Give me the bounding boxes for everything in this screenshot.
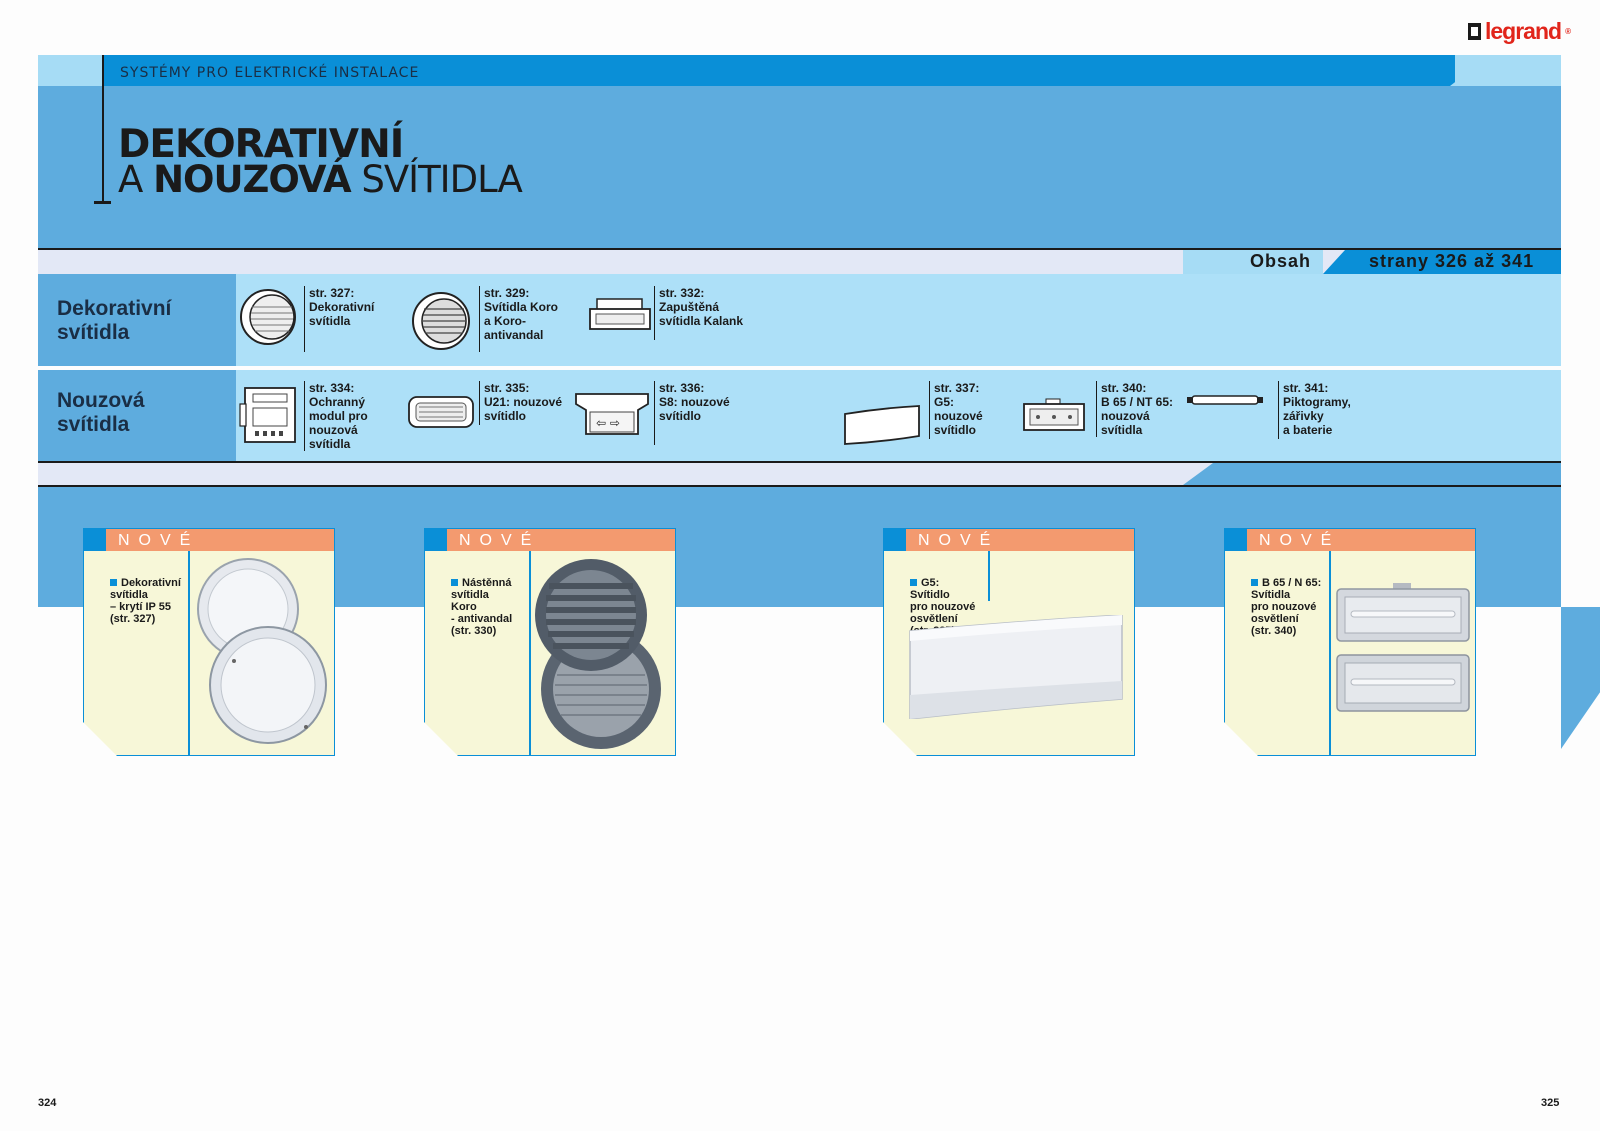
card-badge-bar bbox=[1225, 529, 1475, 551]
page-number-left: 324 bbox=[38, 1097, 57, 1109]
curved-lamp-icon bbox=[842, 404, 922, 446]
toc-bar-label-bg bbox=[1183, 250, 1323, 274]
grid-lamp-icon bbox=[411, 290, 471, 352]
card-divider bbox=[988, 551, 990, 601]
card-divider bbox=[188, 551, 190, 756]
card-badge-marker bbox=[1225, 529, 1247, 551]
category-label-bg bbox=[38, 274, 236, 366]
card-divider bbox=[1329, 551, 1331, 756]
din-module-icon bbox=[239, 384, 299, 446]
title-rule-foot bbox=[94, 201, 111, 204]
row-bottom-rule bbox=[38, 461, 1561, 463]
b65-emergency-lamps-photo bbox=[1335, 583, 1471, 715]
round-white-lamps-photo bbox=[194, 555, 330, 755]
title-panel bbox=[38, 86, 1561, 248]
card-badge-marker bbox=[84, 529, 106, 551]
lower-strip-accent bbox=[1183, 463, 1561, 485]
card-badge-bar bbox=[425, 529, 675, 551]
toc-label: Obsah bbox=[1250, 251, 1312, 271]
box-lamp-icon bbox=[1022, 398, 1086, 434]
tube-icon bbox=[1186, 393, 1264, 407]
g5-curved-lamp-photo bbox=[908, 615, 1124, 719]
card-badge-bar bbox=[84, 529, 334, 551]
category-label-bg bbox=[38, 370, 236, 461]
section-heading: SYSTÉMY PRO ELEKTRICKÉ INSTALACE bbox=[120, 65, 420, 81]
card-badge-marker bbox=[425, 529, 447, 551]
page-number-right: 325 bbox=[1541, 1097, 1560, 1109]
toc-bar-pages-bg bbox=[1323, 250, 1561, 274]
recessed-lamp-icon bbox=[588, 297, 652, 333]
toc-pages: strany 326 až 341 bbox=[1369, 251, 1535, 271]
round-lamp-icon bbox=[238, 287, 298, 347]
card-badge-bar bbox=[884, 529, 1134, 551]
new-badge: NOVÉ bbox=[1259, 532, 1341, 549]
new-badge: NOVÉ bbox=[918, 532, 1000, 549]
page-title-line2: A NOUZOVÁ SVÍTIDLA bbox=[118, 158, 523, 201]
new-badge: NOVÉ bbox=[459, 532, 541, 549]
logo-text: legrand bbox=[1485, 18, 1562, 44]
svg-text:⇦ ⇨: ⇦ ⇨ bbox=[596, 416, 620, 430]
koro-grid-lamps-photo bbox=[531, 557, 671, 755]
card-badge-marker bbox=[884, 529, 906, 551]
emergency-lamp-icon bbox=[407, 394, 475, 430]
logo-mark-icon bbox=[1468, 23, 1481, 40]
right-edge-wedge bbox=[1561, 607, 1600, 749]
exit-sign-icon: ⇦ ⇨ bbox=[572, 388, 652, 442]
legrand-logo: legrand® bbox=[1468, 18, 1571, 45]
card-divider bbox=[529, 551, 531, 756]
row-separator bbox=[38, 366, 1561, 370]
title-rule bbox=[102, 55, 104, 203]
new-badge: NOVÉ bbox=[118, 532, 200, 549]
page-title-line1: DEKORATIVNÍ bbox=[118, 122, 404, 167]
header-band-accent bbox=[103, 55, 1455, 86]
